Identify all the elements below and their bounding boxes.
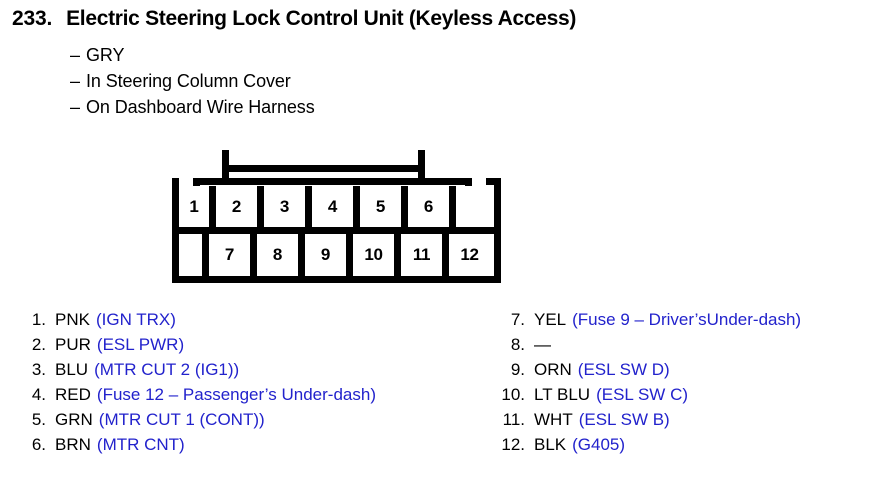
- pin-cell-7: 7: [209, 234, 250, 276]
- pin-separator: [209, 186, 216, 227]
- legend-item: 9. ORN (ESL SW D): [497, 360, 801, 385]
- legend-item: 1. PNK (IGN TRX): [18, 310, 376, 335]
- subtitle-line: –In Steering Column Cover: [70, 68, 315, 94]
- pin-separator: [442, 234, 449, 276]
- pin-separator: [257, 186, 264, 227]
- dash-bullet-icon: –: [70, 45, 80, 65]
- pin-separator: [401, 186, 408, 227]
- legend-item: 7. YEL (Fuse 9 – Driver’sUnder-dash): [497, 310, 801, 335]
- subtitle-line: –GRY: [70, 42, 315, 68]
- legend-circuit-name: (ESL SW B): [578, 410, 670, 429]
- legend-wire-color: BLK: [534, 435, 567, 454]
- legend-circuit-name: (IGN TRX): [95, 310, 176, 329]
- legend-pin-number: 11.: [502, 410, 525, 429]
- pin-separator: [298, 234, 305, 276]
- legend-wire-color: PNK: [55, 310, 90, 329]
- legend-circuit-name: (Fuse 12 – Passenger’s Under-dash): [96, 385, 376, 404]
- dash-bullet-icon: –: [70, 71, 80, 91]
- subtitle-text: In Steering Column Cover: [86, 71, 291, 91]
- legend-item: 2. PUR (ESL PWR): [18, 335, 376, 360]
- page-title: 233. Electric Steering Lock Control Unit…: [12, 7, 576, 31]
- subtitle-text: GRY: [86, 45, 125, 65]
- legend-circuit-name: (G405): [572, 435, 626, 454]
- pin-cell-4: 4: [312, 186, 353, 227]
- pin-cell-9: 9: [305, 234, 346, 276]
- connector-row-divider: [172, 227, 501, 234]
- legend-pin-number: 6.: [31, 435, 46, 454]
- pin-legend-column-right: 7. YEL (Fuse 9 – Driver’sUnder-dash) 8. …: [497, 310, 801, 460]
- legend-item: 8. —: [497, 335, 801, 360]
- pin-cell-5: 5: [360, 186, 401, 227]
- legend-pin-number: 10.: [501, 385, 525, 404]
- legend-item: 5. GRN (MTR CUT 1 (CONT)): [18, 410, 376, 435]
- legend-wire-color: LT BLU: [534, 385, 591, 404]
- legend-circuit-name: (ESL SW C): [596, 385, 689, 404]
- legend-item: 12. BLK (G405): [497, 435, 801, 460]
- legend-pin-number: 8.: [510, 335, 525, 354]
- pin-cell-blank-bottom-left: [179, 234, 202, 276]
- pin-separator: [449, 186, 456, 227]
- legend-wire-color: GRN: [55, 410, 93, 429]
- legend-circuit-name: (Fuse 9 – Driver’sUnder-dash): [572, 310, 802, 329]
- connector-notch-wall-right: [465, 178, 472, 193]
- legend-wire-color: BLU: [55, 360, 89, 379]
- connector-tab-bar: [222, 165, 425, 172]
- connector-notch-right: [472, 178, 486, 186]
- legend-wire-color: ORN: [534, 360, 572, 379]
- legend-circuit-name: (ESL PWR): [96, 335, 185, 354]
- legend-item: 10. LT BLU (ESL SW C): [497, 385, 801, 410]
- legend-circuit-name: (MTR CUT 1 (CONT)): [98, 410, 265, 429]
- pin-cell-6: 6: [408, 186, 449, 227]
- pin-separator: [353, 186, 360, 227]
- legend-pin-number: 1.: [31, 310, 46, 329]
- legend-pin-number: 4.: [31, 385, 46, 404]
- legend-circuit-name: (MTR CNT): [96, 435, 185, 454]
- legend-pin-number: 5.: [31, 410, 46, 429]
- pin-separator: [394, 234, 401, 276]
- legend-pin-number: 7.: [510, 310, 525, 329]
- legend-pin-number: 3.: [31, 360, 46, 379]
- legend-item: 11. WHT (ESL SW B): [497, 410, 801, 435]
- legend-wire-color: WHT: [534, 410, 573, 429]
- subtitle-line: –On Dashboard Wire Harness: [70, 94, 315, 120]
- pin-separator: [202, 234, 209, 276]
- pin-separator: [305, 186, 312, 227]
- connector-diagram: 1 2 3 4 5 6 7 8 9 10 11 12: [168, 145, 508, 290]
- legend-circuit-name: (MTR CUT 2 (IG1)): [94, 360, 240, 379]
- legend-item: 4. RED (Fuse 12 – Passenger’s Under-dash…: [18, 385, 376, 410]
- title-text: Electric Steering Lock Control Unit (Key…: [66, 7, 577, 30]
- legend-item: 6. BRN (MTR CNT): [18, 435, 376, 460]
- connector-notch-wall-left: [193, 178, 200, 193]
- legend-pin-number: 12.: [501, 435, 525, 454]
- pin-cell-12: 12: [449, 234, 490, 276]
- pin-cell-1: 1: [179, 186, 209, 227]
- legend-item: 3. BLU (MTR CUT 2 (IG1)): [18, 360, 376, 385]
- pin-separator: [346, 234, 353, 276]
- pin-cell-11: 11: [401, 234, 442, 276]
- legend-wire-color: YEL: [534, 310, 567, 329]
- legend-wire-color: —: [534, 335, 551, 354]
- legend-wire-color: PUR: [55, 335, 91, 354]
- pin-cell-10: 10: [353, 234, 394, 276]
- legend-pin-number: 9.: [510, 360, 525, 379]
- pin-cell-3: 3: [264, 186, 305, 227]
- connector-notch-left: [179, 178, 193, 186]
- pin-legend-column-left: 1. PNK (IGN TRX) 2. PUR (ESL PWR) 3. BLU…: [18, 310, 376, 460]
- dash-bullet-icon: –: [70, 97, 80, 117]
- pin-cell-blank-top-right: [456, 186, 489, 227]
- pin-cell-8: 8: [257, 234, 298, 276]
- legend-pin-number: 2.: [31, 335, 46, 354]
- legend-wire-color: BRN: [55, 435, 91, 454]
- subtitle-text: On Dashboard Wire Harness: [86, 97, 315, 117]
- pin-separator: [250, 234, 257, 276]
- pin-cell-2: 2: [216, 186, 257, 227]
- subtitle-list: –GRY –In Steering Column Cover –On Dashb…: [70, 42, 315, 120]
- legend-wire-color: RED: [55, 385, 91, 404]
- legend-circuit-name: (ESL SW D): [577, 360, 670, 379]
- title-item-number: 233.: [12, 7, 53, 30]
